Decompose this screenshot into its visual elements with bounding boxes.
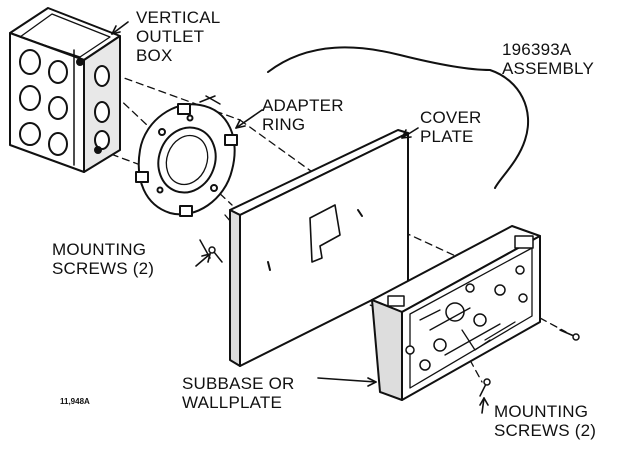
label-line: MOUNTING (494, 402, 589, 421)
label-line: SCREWS (2) (52, 259, 155, 278)
label-line: OUTLET (136, 27, 205, 46)
subbase-shape (371, 225, 541, 401)
figure-number: 11,948A (60, 397, 90, 406)
label-line: WALLPLATE (182, 393, 283, 412)
label-subbase: SUBBASE OR WALLPLATE (182, 374, 295, 412)
label-mounting-screws-left: MOUNTING SCREWS (2) (52, 240, 154, 278)
label-outlet-box: VERTICAL OUTLET BOX (136, 8, 220, 65)
label-line: SUBBASE OR (182, 374, 295, 393)
leader-lines (111, 21, 489, 414)
cover-plate-shape (229, 129, 409, 367)
label-adapter-ring: ADAPTER RING (262, 96, 344, 134)
label-cover-plate: COVER PLATE (420, 108, 481, 146)
outlet-box (9, 7, 121, 173)
screws-right (479, 329, 580, 397)
label-assembly: 196393A ASSEMBLY (502, 40, 594, 78)
label-line: SCREWS (2) (494, 421, 597, 440)
adapter-ring (135, 95, 238, 217)
label-mounting-screws-right: MOUNTING SCREWS (2) (494, 402, 596, 440)
label-line: COVER (420, 108, 482, 127)
label-line: MOUNTING (52, 240, 147, 259)
label-line: ASSEMBLY (502, 59, 594, 78)
label-line: 196393A (502, 40, 572, 59)
label-line: ADAPTER (262, 96, 344, 115)
label-line: RING (262, 115, 306, 134)
label-line: PLATE (420, 127, 474, 146)
label-line: BOX (136, 46, 173, 65)
assembly-cable (267, 46, 530, 189)
label-line: VERTICAL (136, 8, 221, 27)
